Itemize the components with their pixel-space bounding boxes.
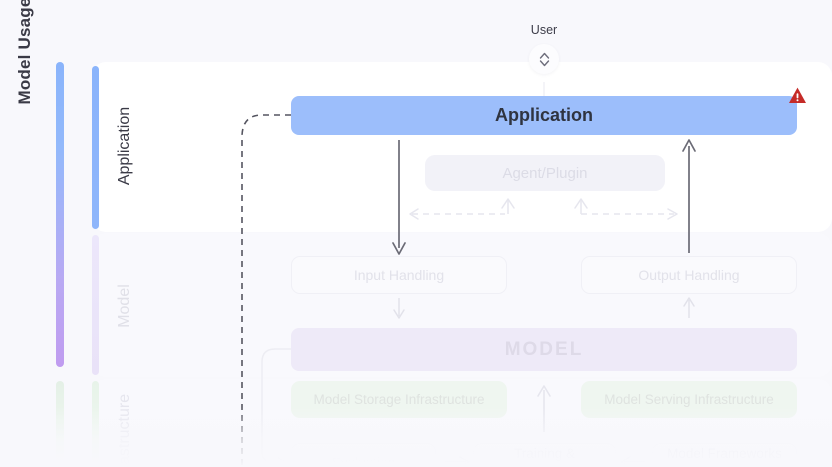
section-label-infrastructure-text: Infrastructure [116,393,133,467]
section-rail-model [92,235,99,375]
user-expand-toggle[interactable] [529,44,559,74]
model-usage-gradient-rail-tail [56,381,64,467]
node-output-handling[interactable]: Output Handling [581,256,797,294]
node-frameworks-line-1: Model Frameworks [667,446,782,462]
node-model[interactable]: MODEL [291,328,797,371]
warning-triangle-icon [789,87,806,103]
section-label-model-text: Model [116,284,133,328]
chevron-up-down-icon [539,52,549,66]
model-usage-gradient-rail [56,62,64,367]
node-agent-plugin[interactable]: Agent/Plugin [425,155,665,191]
section-label-application-text: Application [116,106,133,186]
warning-badge[interactable] [788,86,807,105]
section-card-application [92,62,832,232]
node-input-handling[interactable]: Input Handling [291,256,507,294]
node-frameworks-line-2: and Code [695,462,754,467]
section-rail-infrastructure [92,381,99,467]
node-model-frameworks[interactable]: Model Frameworks and Code [652,443,797,467]
node-training-line-2: Tuning [524,462,565,467]
axis-label-model-usage: Model Usage [15,0,34,105]
section-label-infrastructure: Infrastructure [113,381,137,467]
node-model-serving-infrastructure[interactable]: Model Serving Infrastructure [581,381,797,418]
node-training-tuning[interactable]: Training & Tuning [473,443,616,467]
user-node[interactable]: User [505,22,583,82]
node-training-line-1: Training & [513,446,576,462]
node-evaluation[interactable]: Evaluation [291,443,436,467]
node-model-storage-infrastructure[interactable]: Model Storage Infrastructure [291,381,507,418]
section-rail-application [92,66,99,229]
section-label-application: Application [113,60,137,232]
user-label: User [530,23,558,37]
node-application[interactable]: Application [291,96,797,135]
section-label-model: Model [113,236,137,376]
